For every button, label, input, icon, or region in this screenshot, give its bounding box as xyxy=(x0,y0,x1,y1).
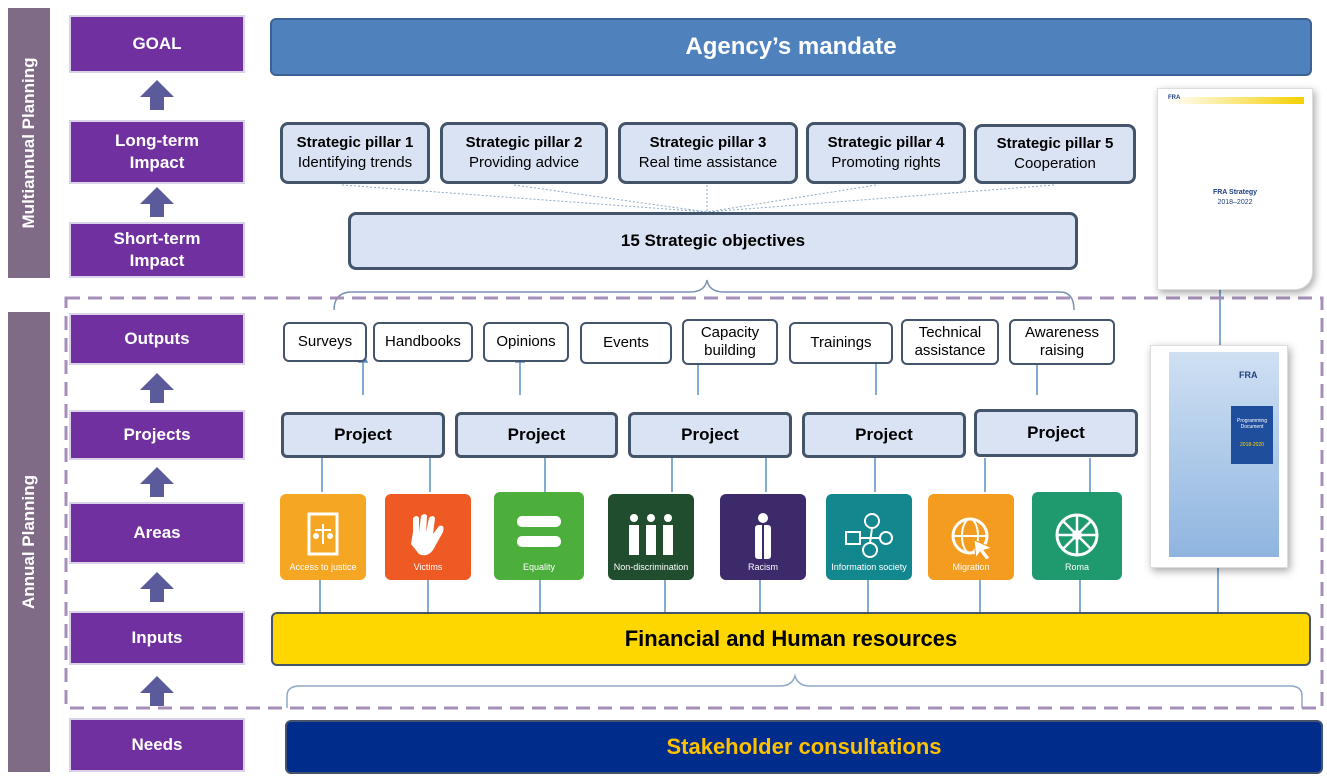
document-title: FRA Strategy xyxy=(1212,189,1258,196)
level-needs: Needs xyxy=(69,718,245,772)
people-icon xyxy=(629,514,673,555)
needs-box: Stakeholder consultations xyxy=(285,720,1323,774)
output-item: Handbooks xyxy=(373,322,473,362)
pillar-title: Strategic pillar 4 xyxy=(827,133,945,151)
network-icon xyxy=(845,513,893,558)
section-multiannual: Multiannual Planning xyxy=(8,8,50,278)
up-arrow-icon xyxy=(140,467,174,497)
section-annual: Annual Planning xyxy=(8,312,50,772)
area-roma: Roma xyxy=(1032,492,1122,580)
output-item: Technical assistance xyxy=(901,319,999,365)
pillar-title: Strategic pillar 1 xyxy=(296,133,414,151)
inputs-box: Financial and Human resources xyxy=(271,612,1311,666)
level-areas: Areas xyxy=(69,502,245,564)
pillar-2: Strategic pillar 2 Providing advice xyxy=(440,122,608,184)
pillar-subtitle: Promoting rights xyxy=(831,154,941,171)
up-arrow-icon xyxy=(140,572,174,602)
up-arrow-icon xyxy=(140,187,174,217)
pillar-5: Strategic pillar 5 Cooperation xyxy=(974,124,1136,184)
pillar-3: Strategic pillar 3 Real time assistance xyxy=(618,122,798,184)
pillar-title: Strategic pillar 3 xyxy=(649,133,767,151)
pillar-title: Strategic pillar 2 xyxy=(465,133,583,151)
strategic-objectives: 15 Strategic objectives xyxy=(348,212,1078,270)
area-equality: Equality xyxy=(494,492,584,580)
strategic-objectives-label: 15 Strategic objectives xyxy=(620,230,806,250)
level-goal: GOAL xyxy=(69,15,245,73)
area-label: Equality xyxy=(522,562,556,572)
goal-box-label: Agency’s mandate xyxy=(685,33,897,60)
area-information-society: Information society xyxy=(826,494,912,580)
objectives-brace xyxy=(333,279,1075,311)
up-arrow-icon xyxy=(140,373,174,403)
equals-icon xyxy=(517,516,561,547)
annual-dashed-border xyxy=(64,296,1324,710)
area-label: Roma xyxy=(1064,562,1089,572)
project-box: Project xyxy=(455,412,618,458)
pillar-subtitle: Real time assistance xyxy=(638,154,778,171)
area-label: Information society xyxy=(831,562,907,572)
output-item: Capacity building xyxy=(682,319,778,365)
level-short-term: Short-term Impact xyxy=(69,222,245,278)
document-years: 2018-2020 xyxy=(1240,442,1264,448)
pillar-1: Strategic pillar 1 Identifying trends xyxy=(280,122,430,184)
output-item: Surveys xyxy=(283,322,367,362)
inputs-box-label: Financial and Human resources xyxy=(624,626,958,651)
area-migration: Migration xyxy=(928,494,1014,580)
output-item: Opinions xyxy=(483,322,569,362)
project-box: Project xyxy=(802,412,966,458)
level-outputs: Outputs xyxy=(69,313,245,365)
output-item: Events xyxy=(580,322,672,364)
level-inputs: Inputs xyxy=(69,611,245,665)
person-icon xyxy=(755,513,771,559)
document-brand: FRA xyxy=(1168,95,1181,101)
document-blue-block xyxy=(1231,406,1273,464)
pillar-subtitle: Identifying trends xyxy=(297,154,413,171)
needs-box-label: Stakeholder consultations xyxy=(666,734,942,759)
document-brand: FRA xyxy=(1239,370,1258,380)
level-long-term: Long-term Impact xyxy=(69,120,245,184)
programming-document: FRA Programming Document 2018-2020 xyxy=(1150,345,1288,568)
pillar-4: Strategic pillar 4 Promoting rights xyxy=(806,122,966,184)
project-box: Project xyxy=(281,412,445,458)
area-label: Racism xyxy=(747,562,778,572)
scales-door-icon xyxy=(307,512,339,556)
up-arrow-icon xyxy=(140,676,174,706)
pillar-title: Strategic pillar 5 xyxy=(996,134,1114,152)
output-item: Awareness raising xyxy=(1009,319,1115,365)
area-label: Migration xyxy=(952,562,990,572)
project-box: Project xyxy=(974,409,1138,457)
document-title: Programming Document xyxy=(1236,418,1267,430)
area-label: Non-discrimination xyxy=(613,562,689,572)
goal-box: Agency’s mandate xyxy=(270,18,1312,76)
pillar-subtitle: Cooperation xyxy=(1014,155,1096,172)
project-box: Project xyxy=(628,412,792,458)
area-label: Victims xyxy=(413,562,443,572)
inputs-brace xyxy=(286,673,1303,708)
document-header-bar xyxy=(1168,97,1304,104)
hand-icon xyxy=(411,514,444,556)
area-non-discrimination: Non-discrimination xyxy=(608,494,694,580)
level-projects: Projects xyxy=(69,410,245,460)
area-racism: Racism xyxy=(720,494,806,580)
pillar-subtitle: Providing advice xyxy=(468,154,580,171)
area-label: Access to justice xyxy=(289,562,357,572)
up-arrow-icon xyxy=(140,80,174,110)
document-years: 2018–2022 xyxy=(1217,199,1253,206)
globe-cursor-icon xyxy=(951,517,994,561)
fra-strategy-document: FRA FRA Strategy 2018–2022 xyxy=(1157,88,1313,290)
wheel-icon xyxy=(1055,513,1099,557)
area-victims: Victims xyxy=(385,494,471,580)
output-item: Trainings xyxy=(789,322,893,364)
area-access-to-justice: Access to justice xyxy=(280,494,366,580)
